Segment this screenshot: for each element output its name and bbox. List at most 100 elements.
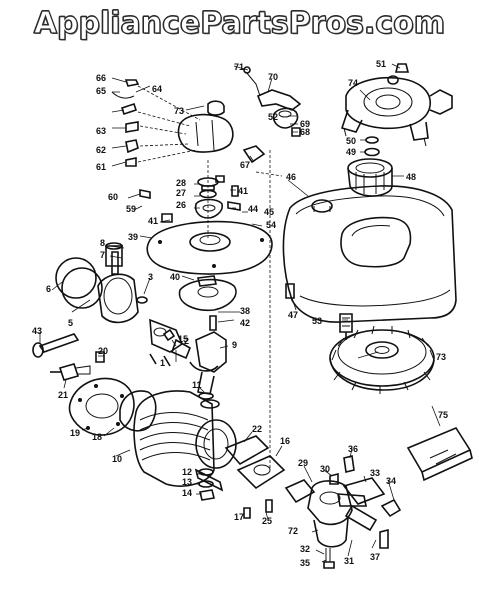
leader-lines (39, 63, 441, 563)
label-3: 3 (148, 272, 153, 282)
label-18: 18 (92, 432, 102, 442)
label-11: 11 (192, 380, 202, 390)
label-22: 22 (252, 424, 262, 434)
label-21: 21 (58, 390, 68, 400)
spark-plug-21 (50, 363, 91, 381)
label-48: 48 (406, 172, 416, 182)
label-19: 19 (70, 428, 80, 438)
screw-30 (329, 472, 339, 485)
screw-36 (343, 455, 355, 473)
label-43: 43 (32, 326, 42, 336)
label-42: 42 (240, 318, 250, 328)
crankshaft (189, 331, 227, 409)
label-75: 75 (438, 410, 448, 420)
label-35: 35 (300, 558, 310, 568)
screw-37 (379, 528, 389, 549)
label-64: 64 (152, 84, 162, 94)
washer-12 (198, 468, 214, 476)
flywheel (329, 325, 435, 394)
guide-dashes-top (137, 85, 201, 163)
knob-34 (380, 498, 402, 518)
label-40: 40 (170, 272, 180, 282)
clip-43 (32, 342, 44, 358)
crankcase-plate (146, 220, 273, 275)
label-2: 2 (184, 336, 189, 346)
label-14: 14 (182, 488, 192, 498)
label-36: 36 (348, 444, 358, 454)
recoil-starter (340, 75, 453, 147)
cylinder-head-19 (68, 377, 135, 436)
watermark-text: AppliancePartsPros.com (33, 5, 446, 41)
nut-68 (291, 127, 301, 137)
washer-50 (365, 136, 379, 144)
label-71: 71 (234, 62, 244, 72)
pin-42 (209, 315, 217, 331)
label-61: 61 (96, 162, 106, 172)
label-39: 39 (128, 232, 138, 242)
label-65: 65 (96, 86, 106, 96)
label-70: 70 (268, 72, 278, 82)
air-filter-75 (406, 427, 473, 482)
label-16: 16 (280, 436, 290, 446)
label-12: 12 (182, 467, 192, 477)
ring-28 (201, 185, 215, 191)
label-50: 50 (346, 136, 356, 146)
label-9: 9 (232, 340, 237, 350)
label-45: 45 (264, 207, 274, 217)
spark-plug-53 (339, 313, 353, 340)
label-51: 51 (376, 59, 386, 69)
connecting-rod (149, 318, 192, 367)
nut-49 (364, 147, 380, 157)
gasket-40 (178, 275, 237, 312)
label-52: 52 (268, 112, 278, 122)
label-74: 74 (348, 78, 358, 88)
label-30: 30 (320, 464, 330, 474)
label-17: 17 (234, 512, 244, 522)
screw-69 (215, 175, 225, 183)
label-62: 62 (96, 145, 106, 155)
pin-15 (162, 328, 176, 342)
label-68: 68 (300, 127, 310, 137)
label-15: 15 (178, 334, 188, 344)
screw-47 (285, 283, 295, 299)
label-69: 69 (300, 119, 310, 129)
label-47: 47 (288, 310, 298, 320)
throttle-assembly (177, 66, 302, 164)
label-10: 10 (112, 454, 122, 464)
label-28: 28 (176, 178, 186, 188)
label-8: 8 (100, 238, 105, 248)
label-53: 53 (312, 316, 322, 326)
nut-14 (199, 489, 215, 501)
needle-bearing-3 (136, 296, 148, 304)
piston-assembly (55, 242, 139, 324)
label-6: 6 (46, 284, 51, 294)
starter-cup (347, 158, 393, 197)
label-49: 49 (346, 147, 356, 157)
screw-25 (265, 499, 273, 513)
label-46: 46 (286, 172, 296, 182)
label-26: 26 (176, 200, 186, 210)
nut-51 (394, 63, 410, 73)
label-25: 25 (262, 516, 272, 526)
label-20: 20 (98, 346, 108, 356)
label-31: 31 (344, 556, 354, 566)
carburetor-72 (307, 480, 378, 569)
label-34: 34 (386, 476, 396, 486)
label-41-b: 41 (148, 216, 158, 226)
label-54: 54 (266, 220, 276, 230)
wrist-pin-43 (38, 333, 80, 353)
label-37: 37 (370, 552, 380, 562)
label-13: 13 (182, 477, 192, 487)
label-73-a: 73 (174, 106, 184, 116)
label-32: 32 (300, 544, 310, 554)
label-27: 27 (176, 188, 186, 198)
label-59: 59 (126, 204, 136, 214)
choke-plate-33 (342, 477, 386, 505)
label-5: 5 (68, 318, 73, 328)
label-44: 44 (248, 204, 258, 214)
label-38: 38 (240, 306, 250, 316)
screw-41-44 (227, 185, 241, 211)
label-1: 1 (160, 358, 165, 368)
